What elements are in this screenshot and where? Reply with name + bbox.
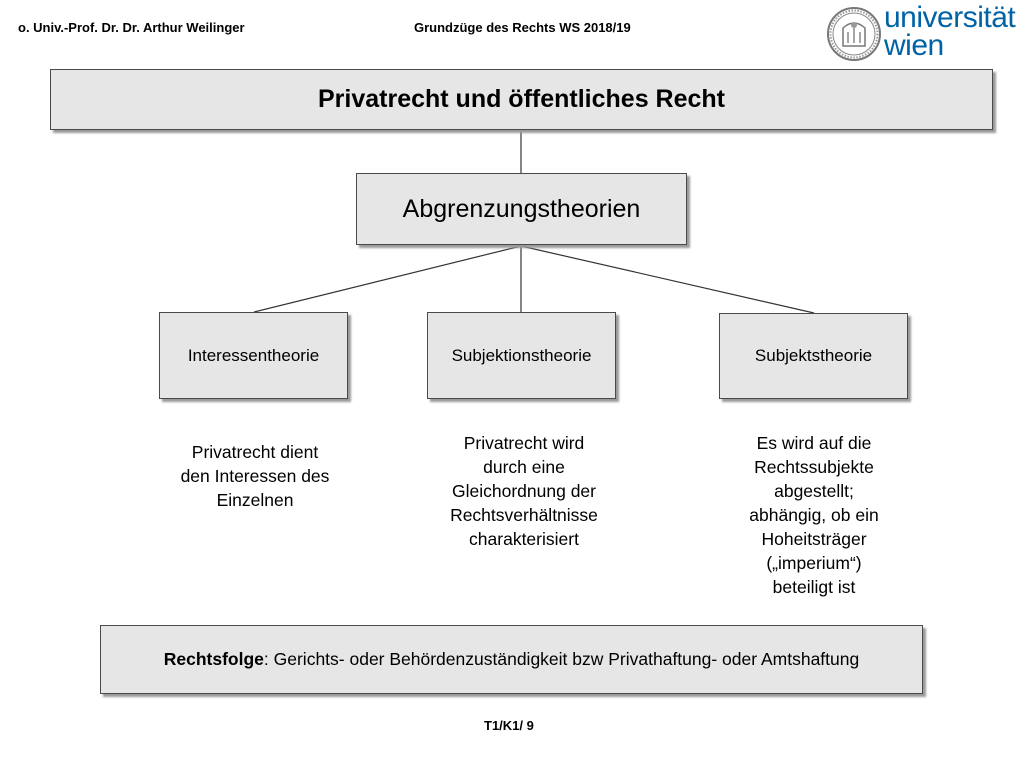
description-line: Privatrecht wird — [463, 433, 585, 453]
consequence-label: Rechtsfolge — [163, 649, 264, 669]
description-line: durch eine — [483, 457, 565, 477]
description-line: Rechtsverhältnisse — [450, 505, 598, 525]
theory-label: Subjektionstheorie — [451, 345, 592, 365]
hub-box: Abgrenzungstheorien — [356, 173, 687, 245]
theory-box-subjekt: Subjektstheorie — [719, 313, 908, 399]
description-line: Gleichordnung der — [452, 481, 596, 501]
description-line: Hoheitsträger — [761, 529, 867, 549]
description-line: charakterisiert — [469, 529, 579, 549]
logo-text-line1: universität — [884, 1, 1016, 34]
description-line: abhängig, ob ein — [749, 505, 879, 525]
description-line: abgestellt; — [774, 481, 854, 501]
description-line: („imperium“) — [766, 553, 862, 573]
theory-box-interessen: Interessentheorie — [159, 312, 348, 399]
connector-hub-subjekt — [520, 245, 815, 314]
description-line: Es wird auf die — [756, 433, 872, 453]
consequence-text: : Gerichts- oder Behördenzuständigkeit b… — [263, 649, 860, 669]
logo-text-line2: wien — [884, 29, 944, 62]
description-line: Privatrecht dient — [191, 442, 319, 462]
course-header: Grundzüge des Rechts WS 2018/19 — [414, 20, 631, 35]
theory-label: Subjektstheorie — [754, 346, 873, 365]
description-line: Rechtssubjekte — [754, 457, 874, 477]
diagram-title: Privatrecht und öffentliches Recht — [317, 85, 726, 113]
theory-box-subjektion: Subjektionstheorie — [427, 312, 616, 399]
description-line: Einzelnen — [216, 490, 294, 510]
theory-label: Interessentheorie — [187, 345, 320, 365]
description-line: den Interessen des — [180, 466, 330, 486]
university-seal-icon — [827, 7, 881, 61]
theory-description-subjekt: Es wird auf die Rechtssubjekte abgestell… — [719, 431, 909, 599]
description-line: beteiligt ist — [772, 577, 856, 597]
university-logo: universität wien — [826, 1, 1016, 64]
consequence-box: Rechtsfolge: Gerichts- oder Behördenzust… — [100, 625, 923, 694]
lecturer-header: o. Univ.-Prof. Dr. Dr. Arthur Weilinger — [18, 20, 245, 35]
hub-label: Abgrenzungstheorien — [402, 194, 641, 223]
theory-description-subjektion: Privatrecht wird durch eine Gleichordnun… — [424, 431, 624, 551]
slide-number: T1/K1/ 9 — [484, 718, 534, 733]
connector-hub-interessen — [253, 245, 522, 313]
diagram-title-box: Privatrecht und öffentliches Recht — [50, 69, 993, 130]
theory-description-interessen: Privatrecht dient den Interessen des Ein… — [160, 440, 350, 512]
